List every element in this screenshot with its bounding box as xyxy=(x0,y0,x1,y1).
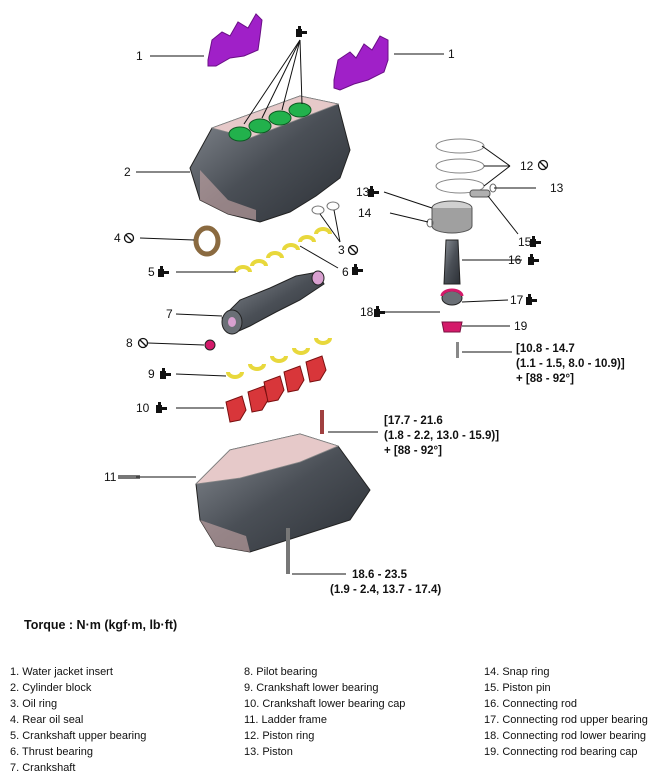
rear-oil-seal xyxy=(193,225,221,257)
legend-item: 19. Connecting rod bearing cap xyxy=(484,746,638,758)
legend-column-3: 14. Snap ring 15. Piston pin 16. Connect… xyxy=(484,664,648,760)
callout-9: 9 xyxy=(148,367,155,381)
callout-7: 7 xyxy=(166,307,173,321)
legend-item: 13. Piston xyxy=(244,746,293,758)
legend-item: 4. Rear oil seal xyxy=(10,714,84,726)
piston-rings xyxy=(435,138,485,194)
pilot-bearing xyxy=(204,339,216,351)
legend-item: 12. Piston ring xyxy=(244,730,315,742)
callout-1-left: 1 xyxy=(136,49,143,63)
callout-18: 18 xyxy=(360,305,374,319)
callout-5: 5 xyxy=(148,265,155,279)
piston-pin xyxy=(469,189,491,198)
spec-rod-line3: + [88 - 92°] xyxy=(516,373,574,385)
snap-ring xyxy=(426,218,434,228)
legend-item: 5. Crankshaft upper bearing xyxy=(10,730,147,742)
callout-10: 10 xyxy=(136,401,150,415)
callout-14: 14 xyxy=(358,206,372,220)
oil-ring xyxy=(311,201,340,215)
legend-column-2: 8. Pilot bearing 9. Crankshaft lower bea… xyxy=(244,664,405,760)
engine-block-exploded-diagram: 1 1 2 3 4 5 6 7 8 9 10 11 12 13 13 14 15… xyxy=(104,13,625,596)
callout-13-left: 13 xyxy=(356,185,370,199)
spec-frame-line2: (1.9 - 2.4, 13.7 - 17.4) xyxy=(330,584,441,596)
ladder-frame xyxy=(194,433,371,553)
callout-numbers: 1 1 2 3 4 5 6 7 8 9 10 11 12 13 13 14 15… xyxy=(104,47,564,484)
spec-cap-line1: [17.7 - 21.6 xyxy=(384,415,443,427)
legend-item: 15. Piston pin xyxy=(484,682,551,694)
callout-19: 19 xyxy=(514,319,528,333)
legend-item: 10. Crankshaft lower bearing cap xyxy=(244,698,406,710)
legend-item: 3. Oil ring xyxy=(10,698,58,710)
callout-16: 16 xyxy=(508,253,522,267)
callout-2: 2 xyxy=(124,165,131,179)
crankshaft-lower-bearings xyxy=(226,337,332,379)
water-jacket-insert-left xyxy=(207,13,263,67)
legend-item: 17. Connecting rod upper bearing xyxy=(484,714,648,726)
ladder-frame-bolt-side xyxy=(118,475,140,479)
torque-units-label: Torque : N·m (kgf·m, lb·ft) xyxy=(24,618,178,632)
callout-17: 17 xyxy=(510,293,524,307)
legend-item: 9. Crankshaft lower bearing xyxy=(244,682,379,694)
legend-item: 2. Cylinder block xyxy=(10,682,92,694)
crankshaft-upper-bearings xyxy=(234,227,332,273)
crankshaft xyxy=(221,270,325,335)
legend-item: 6. Thrust bearing xyxy=(10,746,93,758)
connecting-rod xyxy=(440,239,464,333)
legend-column-1: 1. Water jacket insert 2. Cylinder block… xyxy=(10,664,146,776)
callout-1-right: 1 xyxy=(448,47,455,61)
callout-13-right: 13 xyxy=(550,181,564,195)
spec-cap-line3: + [88 - 92°] xyxy=(384,445,442,457)
legend-item: 8. Pilot bearing xyxy=(244,666,318,678)
leader-lines xyxy=(136,39,536,575)
callout-11: 11 xyxy=(104,470,117,484)
legend-item: 16. Connecting rod xyxy=(484,698,577,710)
legend-item: 1. Water jacket insert xyxy=(10,666,113,678)
piston xyxy=(431,200,473,234)
bearing-cap-bolt xyxy=(320,410,324,434)
callout-8: 8 xyxy=(126,336,133,350)
callout-6: 6 xyxy=(342,265,349,279)
callout-12: 12 xyxy=(520,159,534,173)
cylinder-block xyxy=(189,95,351,223)
ladder-frame-bolt-bottom xyxy=(286,528,290,574)
spec-cap-line2: (1.8 - 2.2, 13.0 - 15.9)] xyxy=(384,430,499,442)
legend-item: 18. Connecting rod lower bearing xyxy=(484,730,647,742)
legend-item: 7. Crankshaft xyxy=(10,762,76,774)
callout-3: 3 xyxy=(338,243,345,257)
legend-item: 11. Ladder frame xyxy=(244,714,327,726)
no-reuse-icon xyxy=(123,159,549,349)
callout-4: 4 xyxy=(114,231,121,245)
connecting-rod-bolt xyxy=(456,342,459,358)
crankshaft-lower-bearing-caps xyxy=(225,355,327,423)
torque-spec-connecting-rod: [10.8 - 14.7 (1.1 - 1.5, 8.0 - 10.9)] + … xyxy=(516,343,625,385)
torque-spec-ladder-frame: 18.6 - 23.5 (1.9 - 2.4, 13.7 - 17.4) xyxy=(330,569,441,596)
callout-15: 15 xyxy=(518,235,532,249)
water-jacket-insert-right xyxy=(333,35,389,91)
spec-frame-line1: 18.6 - 23.5 xyxy=(352,569,408,581)
torque-spec-bearing-cap: [17.7 - 21.6 (1.8 - 2.2, 13.0 - 15.9)] +… xyxy=(384,415,499,457)
spec-rod-line2: (1.1 - 1.5, 8.0 - 10.9)] xyxy=(516,358,625,370)
legend-item: 14. Snap ring xyxy=(484,666,550,678)
spec-rod-line1: [10.8 - 14.7 xyxy=(516,343,575,355)
